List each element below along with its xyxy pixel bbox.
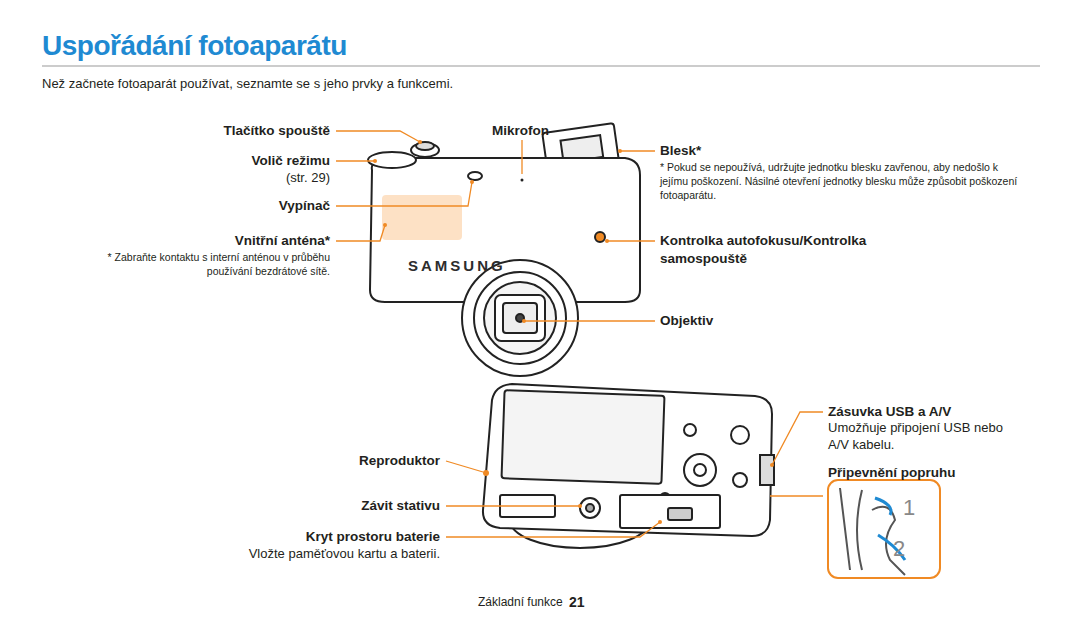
part-label: Kryt prostoru baterie [306,528,440,546]
part-label: Připevnění popruhu [828,464,956,482]
part-label: Vnitřní anténa* [235,232,330,250]
part-label: Objektiv [660,312,713,330]
brand-logo: SAMSUNG [408,256,506,276]
part-label: Volič režimu [251,152,330,170]
part-description: Umožňuje připojení USB nebo A/V kabelu. [828,420,1003,454]
page-ref: (str. 29) [286,170,330,187]
part-label: Blesk* [660,142,701,160]
part-label: Vypínač [279,197,330,215]
part-label: Tlačítko spouště [223,122,330,140]
note-text: * Zabraňte kontaktu s interní anténou v … [90,250,330,278]
intro-text: Než začnete fotoaparát používat, seznamt… [42,76,942,93]
part-label: Závit stativu [361,497,440,515]
callout-number: 1 [903,494,915,523]
page-title: Uspořádání fotoaparátu [42,28,347,64]
part-label: Reproduktor [359,452,440,470]
page-number: 21 [569,593,585,611]
part-description: Vložte paměťovou kartu a baterii. [249,546,440,563]
note-text: * Pokud se nepoužívá, udržujte jednotku … [660,160,1020,203]
part-label: Zásuvka USB a A/V [828,403,951,421]
part-label: Kontrolka autofokusu/Kontrolka samospouš… [660,232,930,267]
part-label: Mikrofon [492,122,549,140]
footer-section: Základní funkce [478,595,563,611]
callout-number: 2 [893,535,905,564]
